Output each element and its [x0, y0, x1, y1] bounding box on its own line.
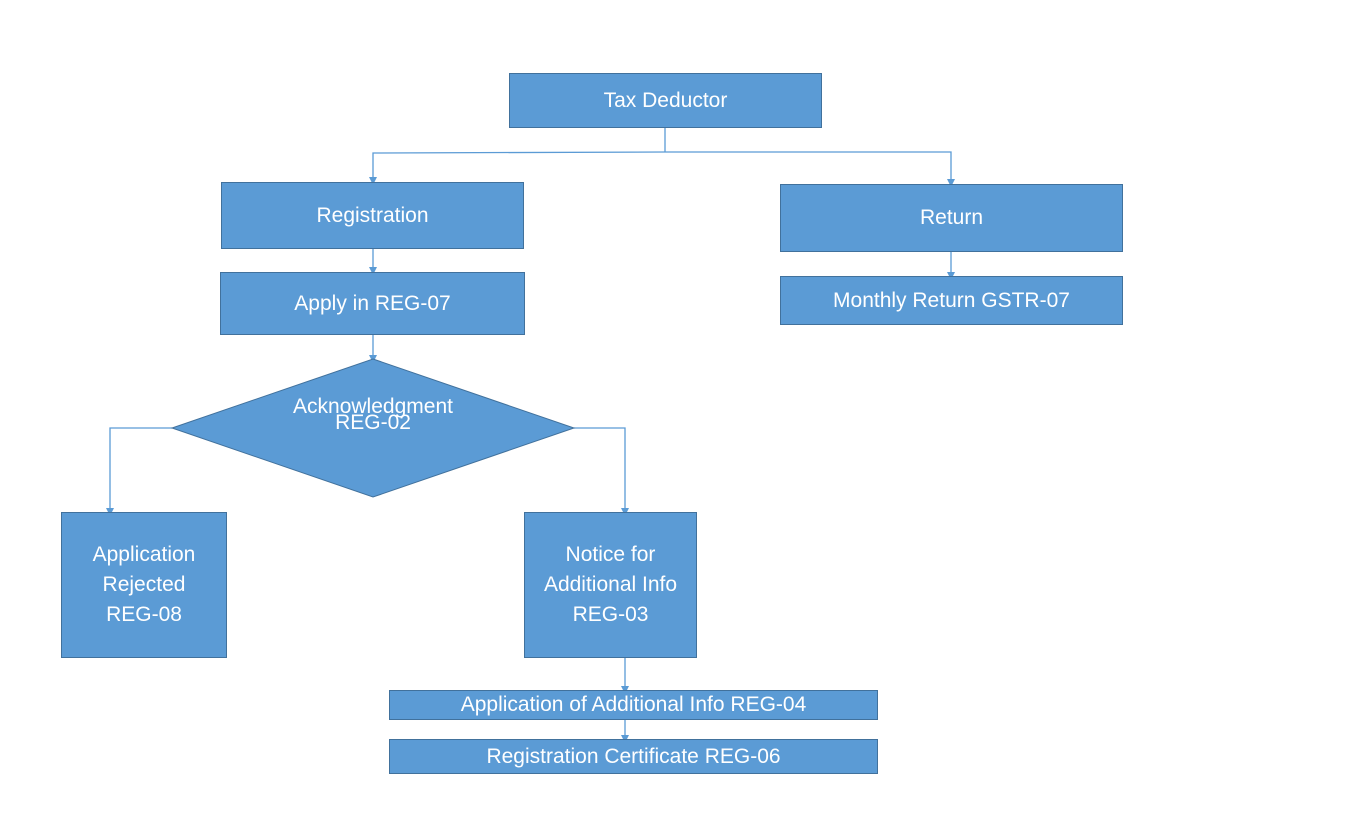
node-monthly-return-label: Monthly Return GSTR-07: [833, 288, 1070, 312]
node-application-rejected: Application Rejected REG-08: [61, 512, 227, 658]
node-notice-additional-info-line2: Additional Info: [543, 573, 678, 596]
node-apply-reg07: Apply in REG-07: [220, 272, 525, 335]
connector-tax-deductor-to-registration: [369, 151, 666, 185]
node-application-additional-info-label: Application of Additional Info REG-04: [460, 693, 807, 716]
connector-tax-deductor-to-return: [665, 151, 955, 187]
acknowledgment-diamond-shape: [170, 358, 576, 498]
node-notice-additional-info: Notice for Additional Info REG-03: [524, 512, 697, 658]
node-application-additional-info: Application of Additional Info REG-04: [389, 690, 878, 720]
node-tax-deductor: Tax Deductor: [509, 73, 822, 128]
connector-acknowledgment-to-notice: [574, 427, 629, 516]
node-registration-label: Registration: [316, 203, 429, 227]
node-notice-additional-info-line1: Notice for: [565, 543, 656, 566]
node-monthly-return: Monthly Return GSTR-07: [780, 276, 1123, 325]
node-tax-deductor-label: Tax Deductor: [603, 88, 728, 112]
node-apply-reg07-label: Apply in REG-07: [294, 291, 451, 315]
node-application-rejected-line2: Rejected: [102, 573, 186, 596]
node-return: Return: [780, 184, 1123, 252]
node-notice-additional-info-line3: REG-03: [572, 603, 649, 626]
node-registration-certificate-label: Registration Certificate REG-06: [486, 744, 781, 768]
node-application-rejected-line1: Application: [92, 543, 196, 566]
node-return-label: Return: [919, 206, 984, 229]
node-application-rejected-line3: REG-08: [106, 603, 182, 626]
node-registration: Registration: [221, 182, 524, 249]
connector-acknowledgment-to-rejected: [106, 427, 172, 516]
node-registration-certificate: Registration Certificate REG-06: [389, 739, 878, 774]
